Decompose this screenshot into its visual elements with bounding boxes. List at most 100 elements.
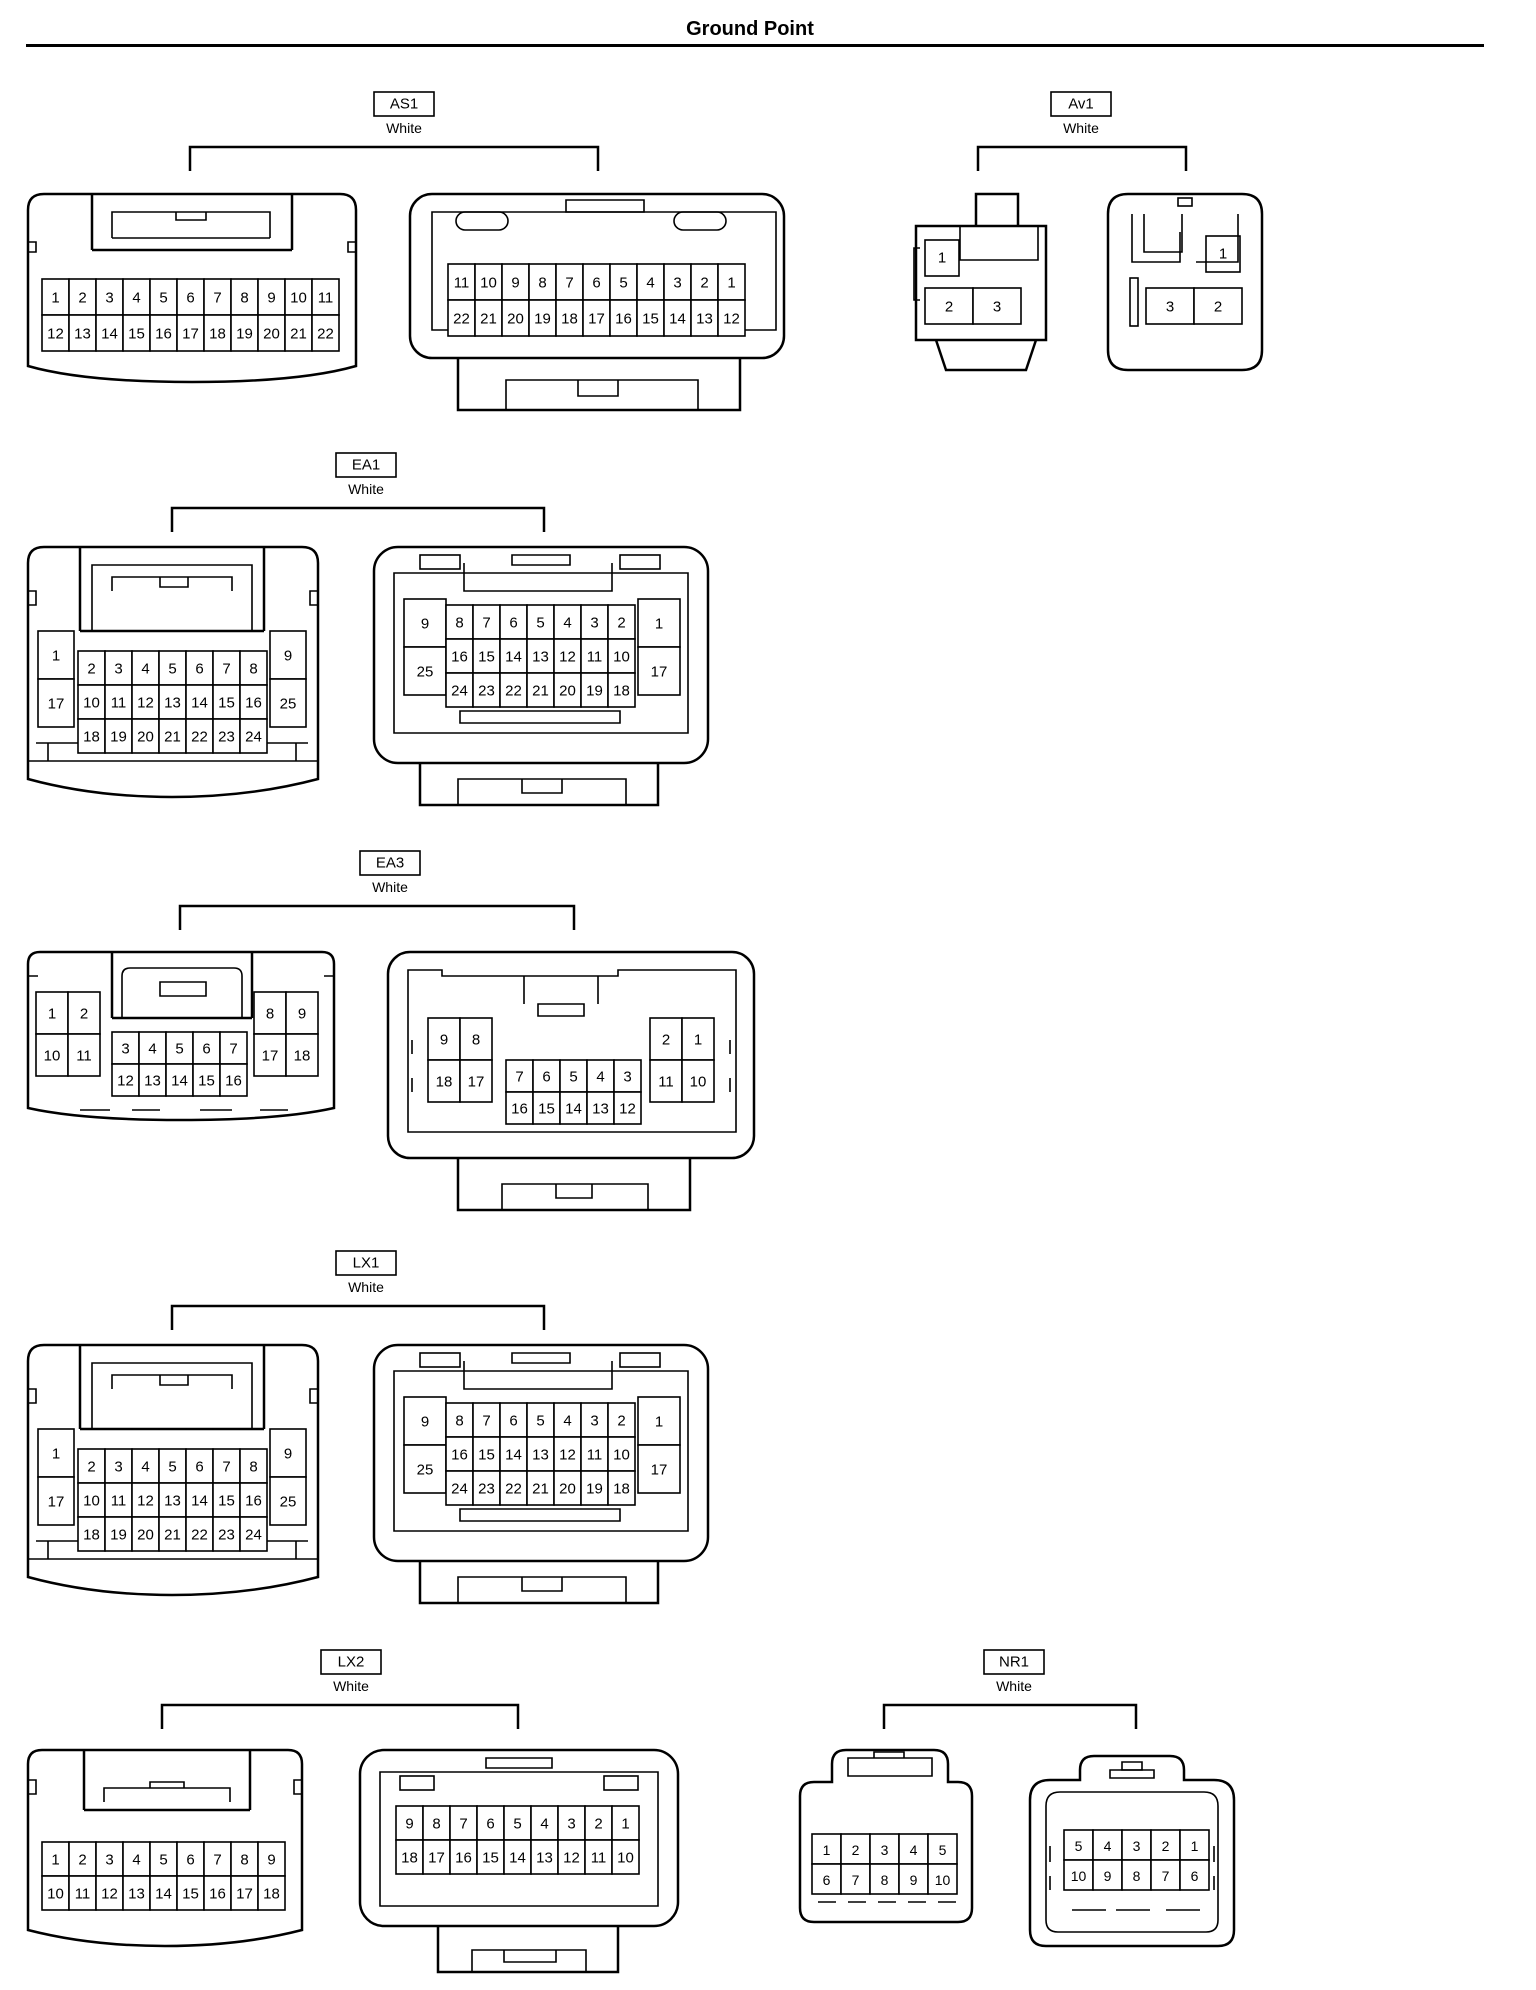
- pin-label: 2: [1214, 299, 1222, 316]
- pin-label: 16: [155, 326, 172, 343]
- pin-cell: [459, 1059, 493, 1103]
- pin-label: 9: [910, 1872, 918, 1888]
- pin-label: 7: [565, 275, 573, 292]
- pin-cell: [239, 1516, 268, 1552]
- pin-label: 17: [262, 1048, 279, 1065]
- pin-label: 1: [694, 1032, 702, 1049]
- pin-label: 12: [47, 326, 64, 343]
- pin-label: 21: [164, 1527, 181, 1544]
- pin-label: 23: [478, 1481, 495, 1498]
- pin-label: 2: [617, 615, 625, 632]
- pin-label: 6: [542, 1069, 550, 1086]
- pin-cell: [427, 1017, 461, 1061]
- pin-label: 19: [586, 1481, 603, 1498]
- housing-outline: [976, 145, 1188, 171]
- housing-outline: [121, 967, 243, 1018]
- pin-label: 18: [436, 1074, 453, 1091]
- housing-outline: [178, 904, 576, 930]
- pin-label: 8: [455, 1413, 463, 1430]
- pin-label: 1: [655, 1414, 663, 1431]
- pin-label: 10: [290, 290, 307, 307]
- housing-outline: [882, 1703, 1138, 1729]
- pin-label: 17: [468, 1074, 485, 1091]
- pin-label: 9: [511, 275, 519, 292]
- pin-label: 8: [240, 1852, 248, 1869]
- housing-part: [372, 545, 710, 765]
- pin-cell: [212, 1448, 241, 1484]
- pin-label: 8: [240, 290, 248, 307]
- housing-outline: [485, 1757, 553, 1769]
- pin-label: 13: [696, 311, 713, 328]
- pin-cell: [284, 314, 313, 352]
- pin-cell: [68, 314, 97, 352]
- pin-cell: [1179, 1859, 1210, 1891]
- pin-cell: [503, 1805, 532, 1841]
- pin-label: 11: [111, 695, 127, 712]
- pin-cell: [37, 678, 75, 728]
- pin-label: 13: [74, 326, 91, 343]
- pin-label: 15: [482, 1850, 499, 1867]
- housing-part: [335, 452, 397, 478]
- housing-outline: [1121, 1761, 1143, 1771]
- pin-cell: [472, 672, 501, 708]
- pin-label: 11: [75, 1886, 91, 1903]
- pin-cell: [474, 299, 503, 337]
- pin-cell: [613, 1059, 642, 1093]
- pin-label: 13: [532, 1447, 549, 1464]
- pin-cell: [212, 650, 241, 686]
- pin-cell: [472, 1402, 501, 1438]
- pin-cell: [239, 718, 268, 754]
- pin-label: 21: [480, 311, 497, 328]
- pin-label: 6: [186, 1852, 194, 1869]
- pin-cell: [239, 1482, 268, 1518]
- pin-label: 17: [428, 1850, 445, 1867]
- pin-cell: [637, 1444, 681, 1494]
- pin-cell: [35, 991, 69, 1035]
- housing-outline: [78, 1345, 266, 1431]
- pin-label: 2: [594, 1816, 602, 1833]
- housing-part: [358, 1748, 680, 1928]
- connector-color-label: White: [996, 1678, 1032, 1694]
- housing-outline: [459, 1508, 621, 1522]
- connector-id-label: EA1: [352, 457, 380, 474]
- pin-cell: [219, 1063, 248, 1097]
- pin-cell: [131, 718, 160, 754]
- pin-label: 25: [280, 1494, 297, 1511]
- pin-label: 9: [267, 1852, 275, 1869]
- pin-label: 15: [218, 1493, 235, 1510]
- pin-cell: [269, 1476, 307, 1526]
- connector-color-label: White: [348, 481, 384, 497]
- title-rule: [26, 44, 1484, 47]
- pin-label: 5: [536, 615, 544, 632]
- pin-label: 4: [646, 275, 654, 292]
- pin-label: 7: [1162, 1868, 1170, 1884]
- pin-label: 3: [114, 1459, 122, 1476]
- housing-outline: [934, 339, 1038, 372]
- pin-cell: [212, 684, 241, 720]
- pin-label: 6: [509, 1413, 517, 1430]
- pin-label: 25: [280, 696, 297, 713]
- connector-id-label: LX1: [353, 1255, 380, 1272]
- pin-cell: [526, 1470, 555, 1506]
- pin-cell: [104, 1448, 133, 1484]
- housing-outline: [160, 1703, 520, 1729]
- pin-cell: [553, 1470, 582, 1506]
- housing-outline: [103, 1787, 231, 1802]
- pin-label: 15: [218, 695, 235, 712]
- housing-part: [924, 239, 960, 277]
- pin-cell: [35, 1033, 69, 1077]
- pin-cell: [584, 1839, 613, 1875]
- housing-outline: [28, 1779, 302, 1795]
- pin-cell: [131, 650, 160, 686]
- pin-label: 5: [513, 1816, 521, 1833]
- pin-label: 18: [294, 1048, 311, 1065]
- housing-outline: [914, 224, 1048, 342]
- pin-label: 19: [534, 311, 551, 328]
- pin-label: 6: [823, 1872, 831, 1888]
- pin-cell: [811, 1863, 842, 1895]
- pin-label: 25: [417, 1462, 434, 1479]
